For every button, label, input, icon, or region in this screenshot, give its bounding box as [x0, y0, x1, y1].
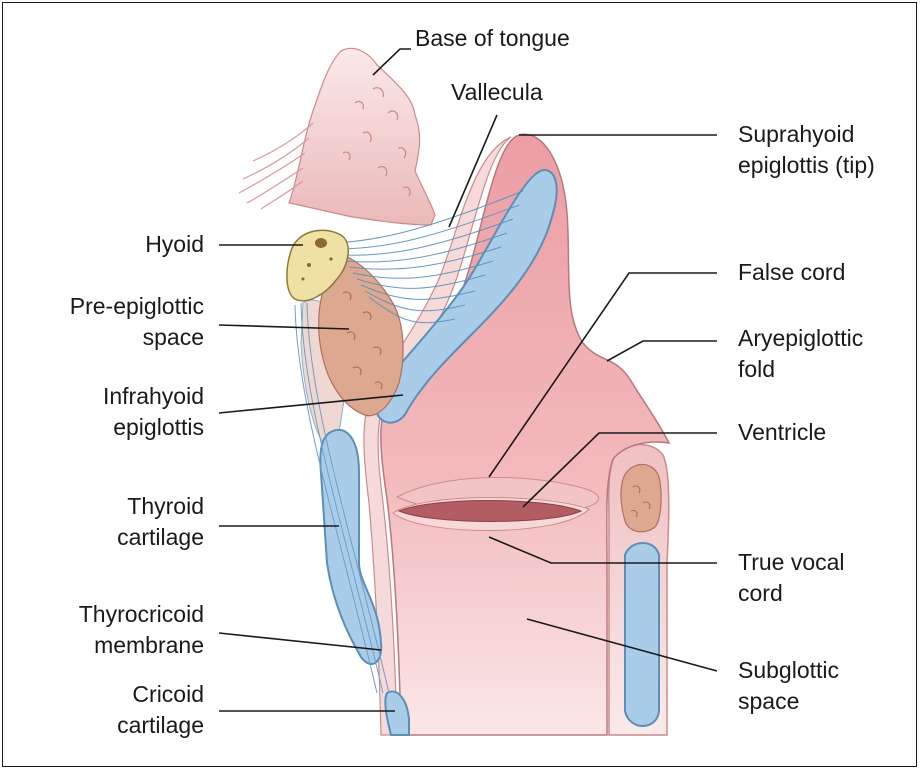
- label-cricoid-cartilage: Cricoid cartilage: [117, 679, 204, 741]
- label-thyrocricoid-membrane: Thyrocricoid membrane: [79, 599, 204, 661]
- label-false-cord: False cord: [738, 257, 845, 288]
- label-pre-epiglottic-space: Pre-epiglottic space: [70, 291, 204, 353]
- label-true-vocal-cord: True vocal cord: [738, 547, 845, 609]
- label-thyroid-cartilage: Thyroid cartilage: [117, 491, 204, 553]
- label-infrahyoid-epiglottis: Infrahyoid epiglottis: [103, 381, 204, 443]
- label-hyoid: Hyoid: [145, 229, 204, 260]
- arytenoid-column: [609, 444, 669, 735]
- label-aryepiglottic-fold: Aryepiglottic fold: [738, 323, 863, 385]
- label-ventricle: Ventricle: [738, 417, 826, 448]
- base-of-tongue-shape: [239, 48, 435, 225]
- leader-aryepiglottic: [607, 341, 717, 361]
- label-suprahyoid-epiglottis: Suprahyoid epiglottis (tip): [738, 119, 875, 181]
- label-subglottic-space: Subglottic space: [738, 655, 839, 717]
- label-base-of-tongue: Base of tongue: [415, 23, 570, 54]
- label-vallecula: Vallecula: [451, 77, 543, 108]
